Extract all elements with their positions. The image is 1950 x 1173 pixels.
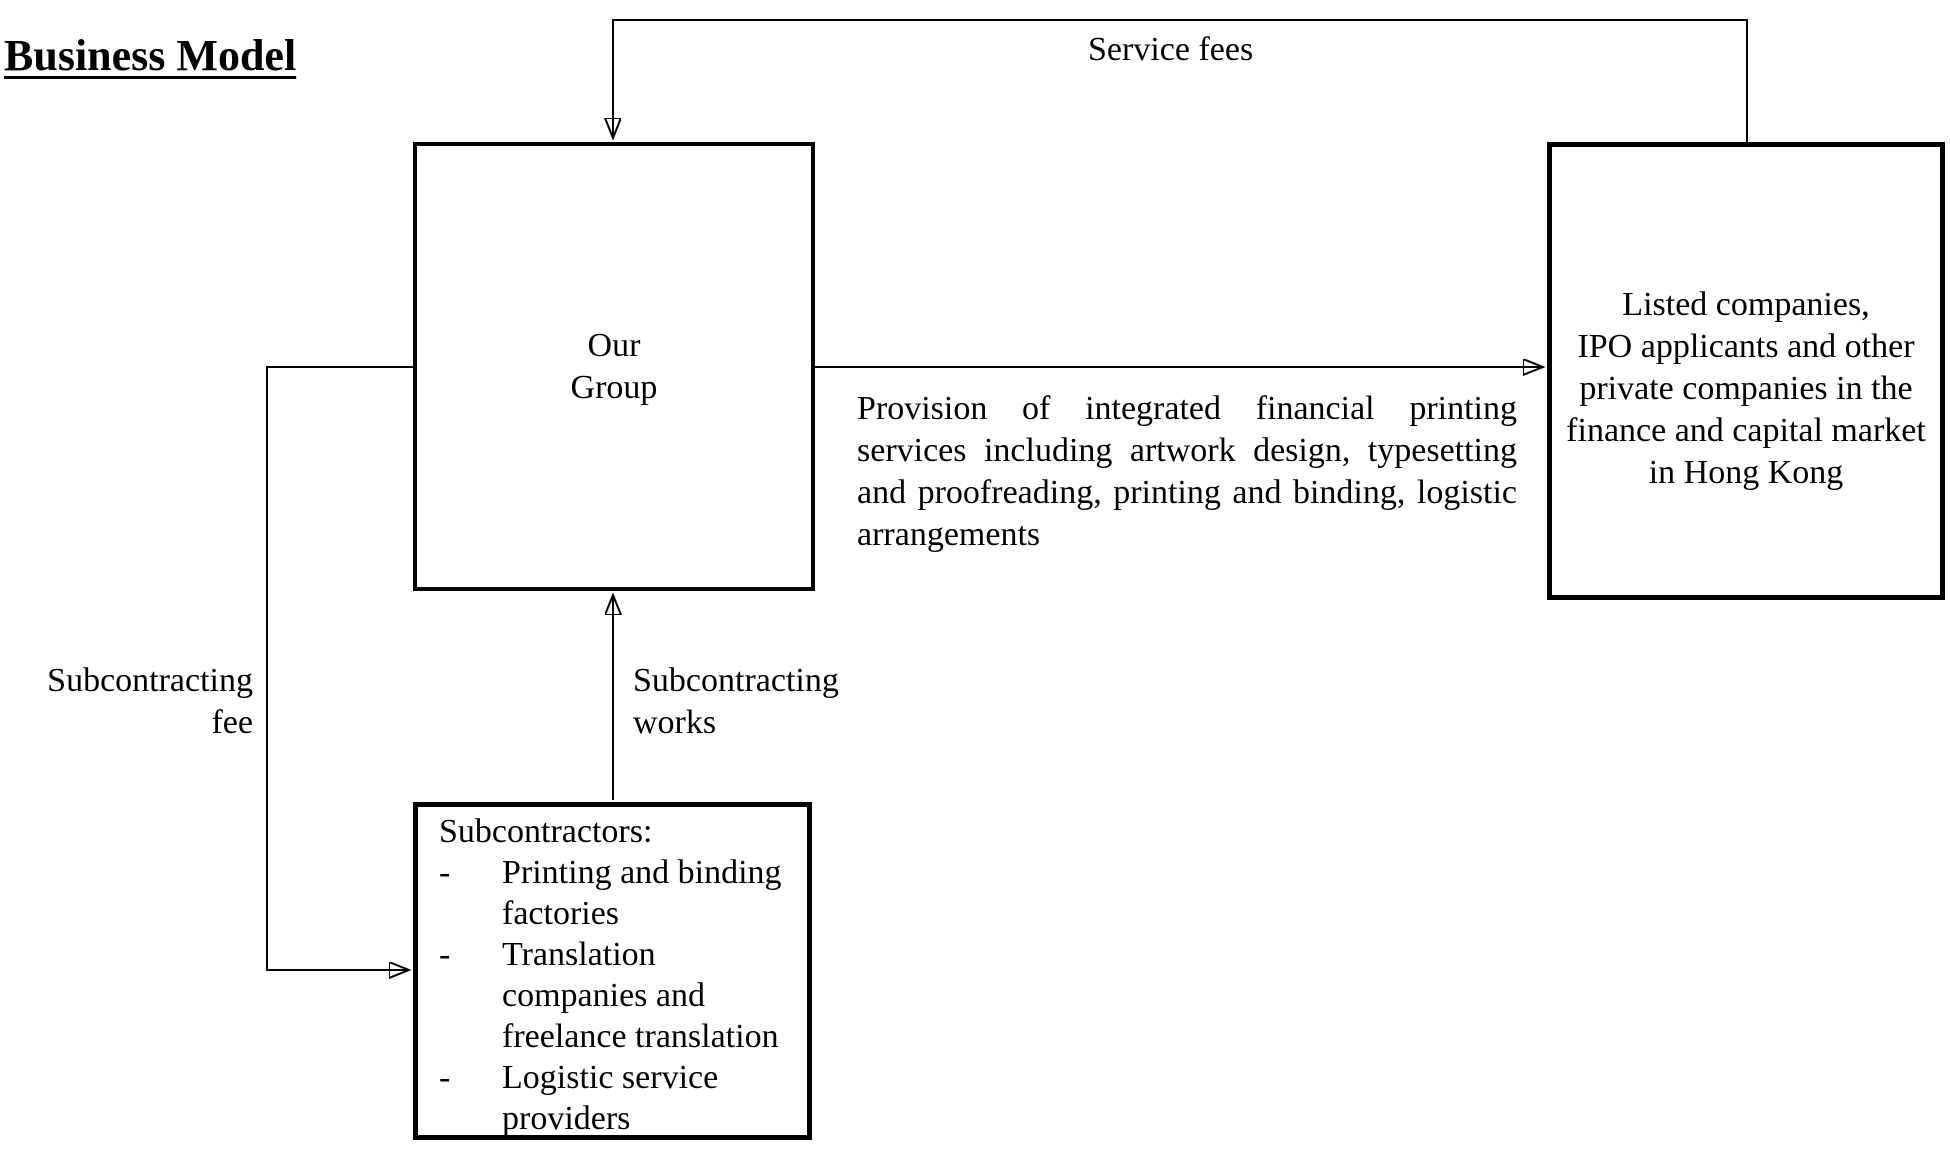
subcontractor-item-label: Logistic service providers (502, 1059, 719, 1137)
dash-bullet: - (439, 854, 451, 891)
service-fees-label: Service fees (1088, 31, 1254, 68)
subcontractors-box: Subcontractors: - Printing and binding f… (413, 802, 812, 1140)
subcontractor-item: - Logistic service providers (439, 1057, 799, 1139)
subcontractor-item: - Translation companies and freelance tr… (439, 934, 799, 1057)
provision-label: Provision of integrated financial printi… (857, 390, 1517, 553)
page-title: Business Model (4, 31, 297, 80)
clients-label: Listed companies, IPO applicants and oth… (1566, 286, 1926, 491)
subcontracting-fee-arrow (266, 366, 413, 970)
dash-bullet: - (439, 936, 451, 973)
subcontractor-item-label: Translation companies and freelance tran… (502, 936, 779, 1055)
subcontractor-item: - Printing and binding factories (439, 852, 799, 934)
clients-box: Listed companies, IPO applicants and oth… (1547, 142, 1945, 600)
subcontracting-works-label: Subcontracting works (633, 662, 839, 741)
subcontractors-heading: Subcontractors: (439, 813, 653, 850)
our-group-box: Our Group (413, 142, 815, 591)
subcontractor-item-label: Printing and binding factories (502, 854, 782, 932)
subcontracting-fee-label: Subcontracting fee (47, 662, 253, 741)
dash-bullet: - (439, 1059, 451, 1096)
our-group-label: Our Group (570, 326, 658, 406)
